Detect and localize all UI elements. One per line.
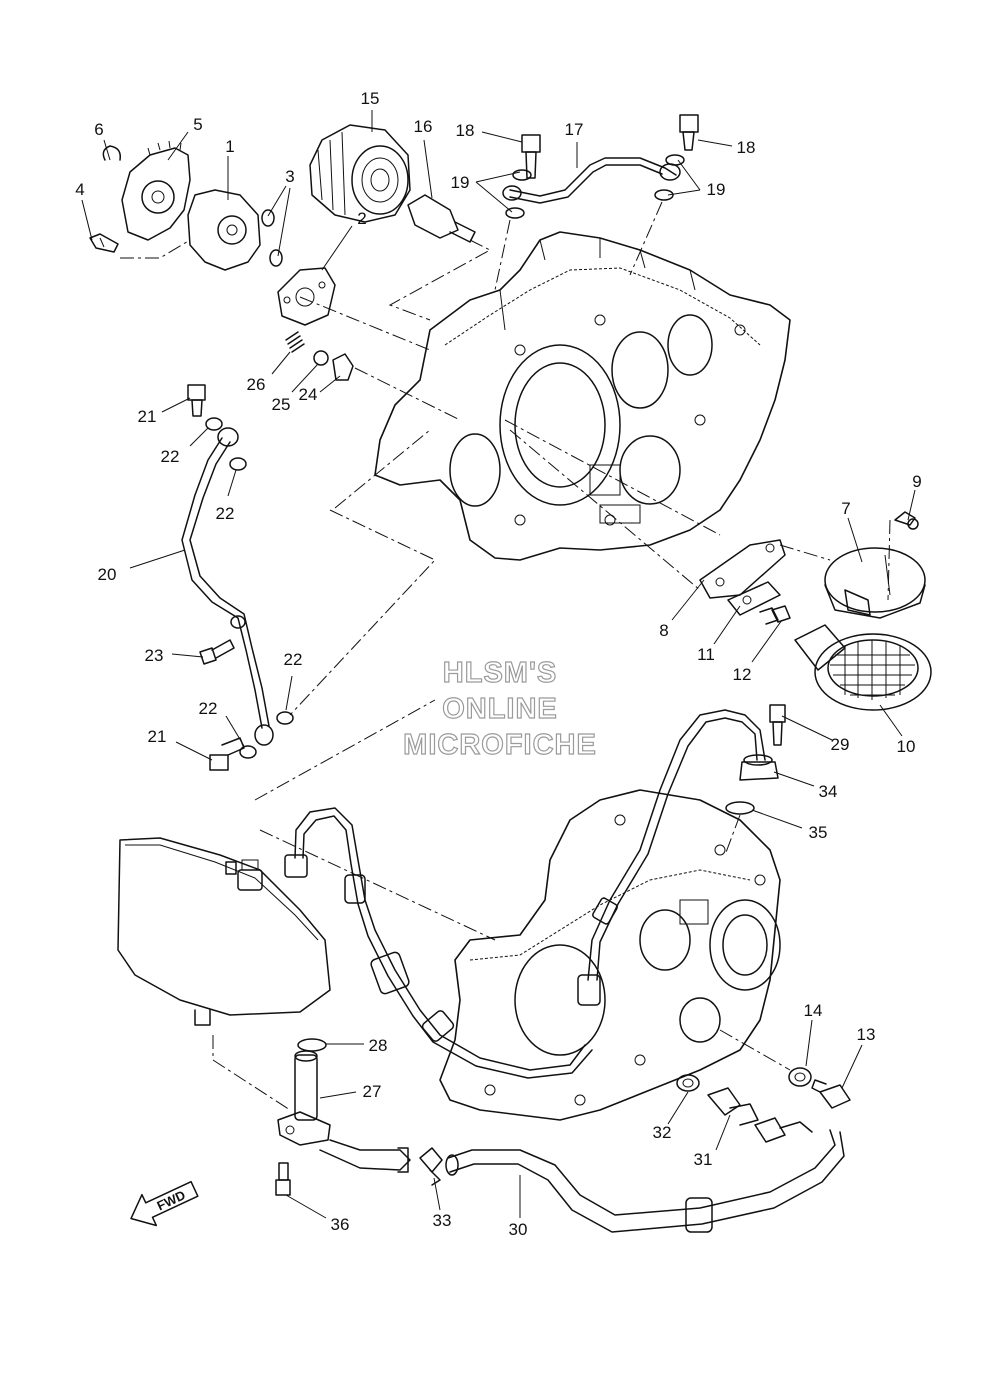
bottom-hose-group bbox=[419, 1029, 851, 1233]
callout-12: 12 bbox=[733, 665, 752, 684]
leader-lines bbox=[81, 110, 916, 1219]
callout-18-left: 18 bbox=[456, 121, 475, 140]
forward-direction-arrow: FWD bbox=[130, 1180, 199, 1227]
callout-21-top: 21 bbox=[138, 407, 157, 426]
callout-14: 14 bbox=[804, 1001, 823, 1020]
callout-21-bottom: 21 bbox=[148, 727, 167, 746]
right-oil-hose bbox=[577, 704, 786, 1006]
callout-8: 8 bbox=[659, 621, 668, 640]
callout-19-left: 19 bbox=[451, 173, 470, 192]
callout-13: 13 bbox=[857, 1025, 876, 1044]
callout-19-right: 19 bbox=[707, 180, 726, 199]
callout-10: 10 bbox=[897, 737, 916, 756]
oil-tank bbox=[117, 837, 331, 1026]
callout-31: 31 bbox=[694, 1150, 713, 1169]
callout-34: 34 bbox=[819, 782, 838, 801]
watermark-line-3: MICROFICHE bbox=[403, 729, 597, 761]
callout-22-a: 22 bbox=[161, 447, 180, 466]
callout-24: 24 bbox=[299, 385, 318, 404]
callout-labels: 6 5 1 3 4 2 15 16 17 18 18 19 19 26 25 2… bbox=[75, 89, 921, 1239]
callout-27: 27 bbox=[363, 1082, 382, 1101]
callout-18-right: 18 bbox=[737, 138, 756, 157]
callout-16: 16 bbox=[414, 117, 433, 136]
tank-feed-hose bbox=[254, 699, 593, 1079]
callout-1: 1 bbox=[225, 137, 234, 156]
callout-11: 11 bbox=[697, 645, 715, 664]
left-oil-pipe bbox=[181, 384, 436, 771]
callout-25: 25 bbox=[272, 395, 291, 414]
callout-28: 28 bbox=[369, 1036, 388, 1055]
callout-29: 29 bbox=[831, 735, 850, 754]
callout-22-d: 22 bbox=[199, 699, 218, 718]
callout-7: 7 bbox=[841, 499, 850, 518]
callout-35: 35 bbox=[809, 823, 828, 842]
callout-22-c: 22 bbox=[284, 650, 303, 669]
oil-pump-group bbox=[89, 140, 461, 421]
callout-3: 3 bbox=[285, 167, 294, 186]
callout-23: 23 bbox=[145, 646, 164, 665]
callout-33: 33 bbox=[433, 1211, 452, 1230]
callout-22-b: 22 bbox=[216, 504, 235, 523]
callout-9: 9 bbox=[912, 472, 921, 491]
oil-filter-group bbox=[309, 124, 492, 321]
lower-crankcase bbox=[439, 789, 781, 1121]
delivery-pipe-group bbox=[494, 114, 699, 291]
upper-crankcase bbox=[374, 231, 791, 561]
callout-15: 15 bbox=[361, 89, 380, 108]
strainer-group bbox=[504, 419, 932, 711]
callout-32: 32 bbox=[653, 1123, 672, 1142]
watermark-line-2: ONLINE bbox=[442, 693, 558, 725]
callout-6: 6 bbox=[94, 120, 103, 139]
callout-26: 26 bbox=[247, 375, 266, 394]
fwd-label: FWD bbox=[154, 1187, 187, 1213]
callout-4: 4 bbox=[75, 180, 84, 199]
watermark: HLSM'S ONLINE MICROFICHE bbox=[403, 656, 597, 761]
callout-36: 36 bbox=[331, 1215, 350, 1234]
tank-outlet-group bbox=[212, 1035, 411, 1196]
callout-2: 2 bbox=[357, 209, 366, 228]
watermark-line-1: HLSM'S bbox=[443, 657, 557, 689]
callout-17: 17 bbox=[565, 120, 584, 139]
callout-20: 20 bbox=[98, 565, 117, 584]
callout-5: 5 bbox=[193, 115, 202, 134]
callout-30: 30 bbox=[509, 1220, 528, 1239]
